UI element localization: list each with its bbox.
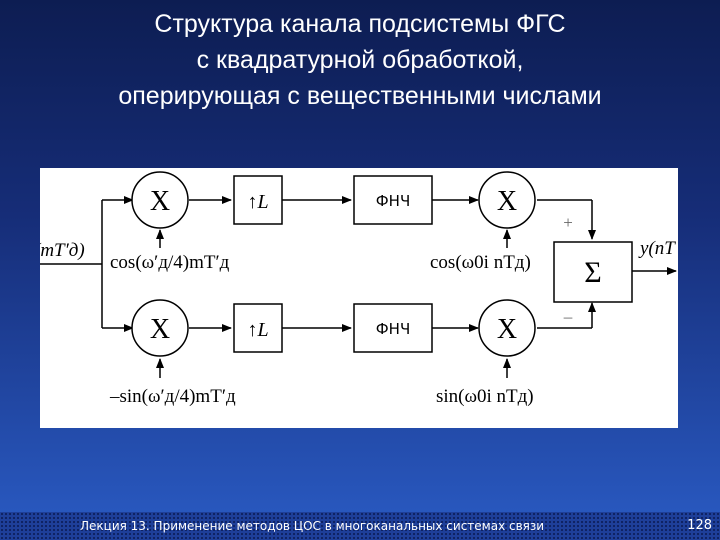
summer-minus-sign: –: [563, 307, 573, 326]
summer-symbol: Σ: [584, 256, 601, 289]
slide-title: Структура канала подсистемы ФГС с квадра…: [0, 6, 720, 114]
top-output-mixer-symbol: X: [497, 186, 517, 217]
input-signal-label: (mT′д): [40, 240, 85, 261]
top-mixer: [131, 171, 189, 229]
top-upsampler-block: [233, 175, 283, 225]
bottom-input-carrier-label: –sin(ω′д/4)mT′д: [109, 386, 236, 407]
top-output-mixer: [478, 171, 536, 229]
bottom-upsampler-block: [233, 303, 283, 353]
footer-bar: Лекция 13. Применение методов ЦОС в мног…: [0, 512, 720, 540]
title-line-2: с квадратурной обработкой,: [196, 46, 524, 74]
summer-block: [553, 241, 633, 303]
top-mixer-symbol: X: [150, 186, 170, 217]
bottom-path-wires: [156, 302, 596, 378]
bottom-output-mixer: [478, 299, 536, 357]
top-path-wires: [156, 196, 596, 248]
bottom-mixer-symbol: X: [150, 314, 170, 345]
diagram-svg: X ↑L ФНЧ X X ↑L ФНЧ X Σ + – (mT′д) y(nT …: [40, 171, 677, 407]
bottom-mixer: [131, 299, 189, 357]
output-signal-label: y(nT: [638, 238, 676, 259]
input-wires: [40, 196, 134, 332]
footer-lecture-title: Лекция 13. Применение методов ЦОС в мног…: [80, 519, 545, 533]
top-lowpass-filter-label: ФНЧ: [376, 192, 410, 210]
title-line-3: оперирующая с вещественными числами: [118, 82, 602, 110]
top-upsampler-label: ↑L: [247, 191, 268, 213]
block-diagram: X ↑L ФНЧ X X ↑L ФНЧ X Σ + – (mT′д) y(nT …: [40, 168, 678, 428]
bottom-output-carrier-label: sin(ω0i nTд): [436, 386, 534, 407]
bottom-upsampler-label: ↑L: [247, 319, 268, 341]
title-line-1: Структура канала подсистемы ФГС: [154, 10, 566, 38]
bottom-lowpass-filter-block: [353, 303, 433, 353]
top-output-carrier-label: cos(ω0i nTд): [430, 252, 531, 273]
top-lowpass-filter-block: [353, 175, 433, 225]
top-input-carrier-label: cos(ω′д/4)mT′д: [110, 252, 230, 273]
page-number: 128: [687, 518, 712, 533]
bottom-output-mixer-symbol: X: [497, 314, 517, 345]
bottom-lowpass-filter-label: ФНЧ: [376, 320, 410, 338]
summer-plus-sign: +: [563, 213, 573, 232]
